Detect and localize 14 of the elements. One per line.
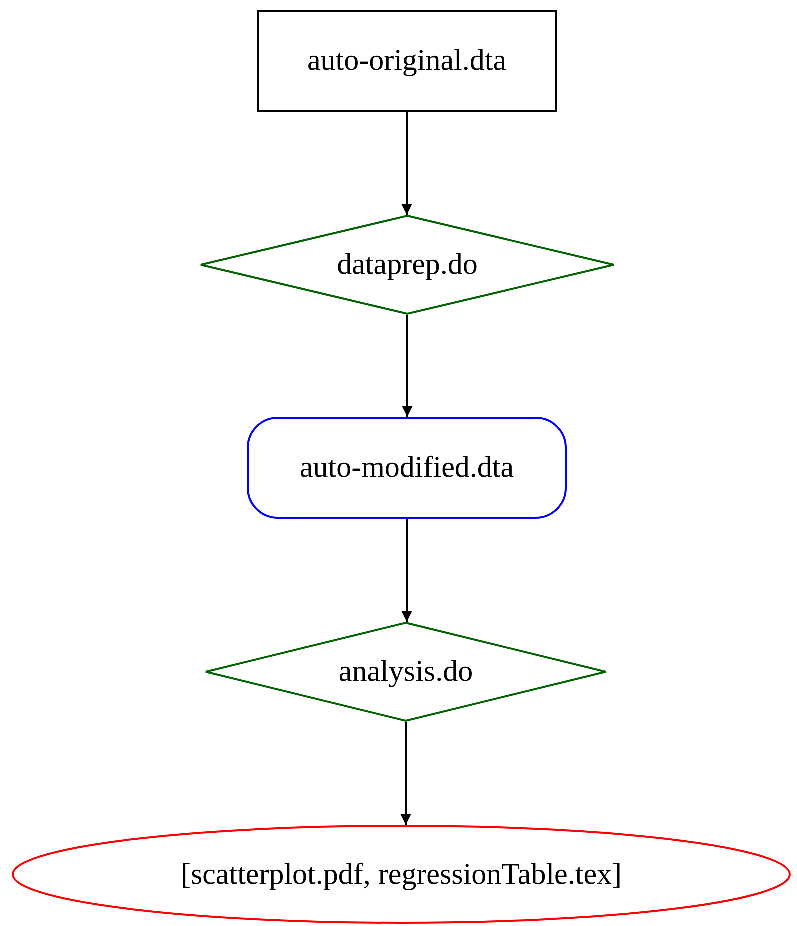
node-label: dataprep.do [337,248,478,282]
node-label: analysis.do [338,655,474,689]
node-label: auto-modified.dta [300,451,514,485]
file-box [257,10,557,112]
arrow [400,722,412,825]
arrow [402,112,412,215]
node-label: [scatterplot.pdf, regressionTable.tex] [180,858,622,892]
output-ellipse [12,825,791,924]
arrow [402,315,413,417]
arrow [402,519,412,622]
data-box [247,417,567,519]
script-diamond [205,622,607,722]
node-label: auto-original.dta [307,44,507,78]
script-diamond [200,215,615,315]
